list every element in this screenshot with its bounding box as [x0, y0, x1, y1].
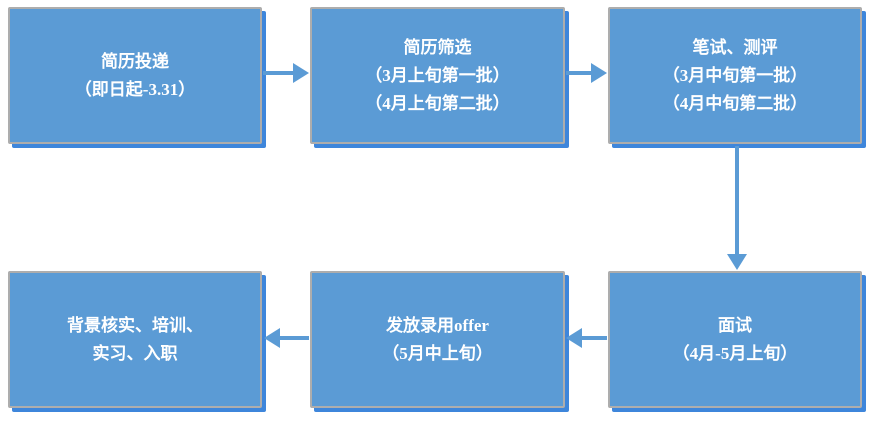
flow-node-onboarding: 背景核实、培训、 实习、入职 — [8, 271, 262, 408]
arrow-left-interview-to-offer-icon — [566, 328, 607, 348]
flow-node-resume-submission: 简历投递 （即日起-3.31） — [8, 7, 262, 144]
arrow-left-offer-to-onboarding-icon — [264, 328, 309, 348]
arrowhead-right-icon — [293, 63, 309, 83]
arrow-right-submission-to-screening-icon — [263, 63, 309, 83]
node-line: （5月中上旬） — [382, 343, 493, 363]
arrow-shaft — [735, 146, 739, 254]
node-line: （即日起-3.31） — [74, 79, 196, 99]
flow-node-written-test: 笔试、测评 （3月中旬第一批） （4月中旬第二批） — [608, 7, 862, 144]
node-line: （4月中旬第二批） — [662, 93, 808, 113]
arrowhead-left-icon — [264, 328, 280, 348]
arrow-shaft — [566, 71, 591, 75]
node-line: 笔试、测评 — [692, 37, 778, 57]
node-line: （4月-5月上旬） — [672, 343, 798, 363]
node-line: 发放录用offer — [386, 315, 489, 335]
flow-node-interview: 面试 （4月-5月上旬） — [608, 271, 862, 408]
node-line: 简历筛选 — [403, 37, 472, 57]
flow-node-resume-screening: 简历筛选 （3月上旬第一批） （4月上旬第二批） — [310, 7, 565, 144]
arrow-right-screening-to-test-icon — [566, 63, 607, 83]
arrow-shaft — [280, 336, 309, 340]
node-line: （3月中旬第一批） — [662, 65, 808, 85]
arrowhead-right-icon — [591, 63, 607, 83]
node-line: （4月上旬第二批） — [365, 93, 510, 113]
arrow-shaft — [582, 336, 607, 340]
arrowhead-down-icon — [727, 254, 747, 270]
node-line: 简历投递 — [101, 51, 169, 71]
node-line: 面试 — [718, 315, 752, 335]
node-line: 背景核实、培训、 — [67, 315, 203, 335]
node-line: 实习、入职 — [92, 343, 178, 363]
arrowhead-left-icon — [566, 328, 582, 348]
arrow-down-test-to-interview-icon — [727, 146, 747, 270]
arrow-shaft — [263, 71, 293, 75]
node-line: （3月上旬第一批） — [365, 65, 510, 85]
flow-node-offer: 发放录用offer （5月中上旬） — [310, 271, 565, 408]
